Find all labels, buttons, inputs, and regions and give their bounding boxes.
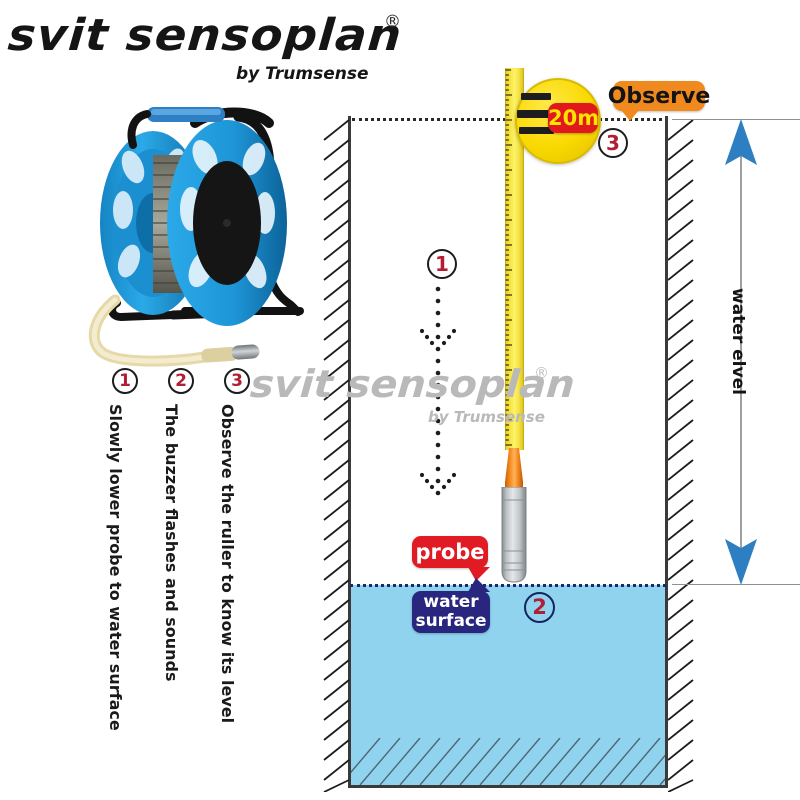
brand-logo: svit sensoplan ® by Trumsense xyxy=(6,8,408,94)
legend-step-1-text: Slowly lower probe to water surface xyxy=(106,404,125,731)
probe-neck-shape xyxy=(505,448,523,490)
probe-body-shape xyxy=(501,486,527,583)
callout-observe: Observe xyxy=(608,81,710,111)
reel-bar-2 xyxy=(517,110,557,118)
legend-step-3-number: 3 xyxy=(224,368,250,394)
sediment-layer xyxy=(350,738,666,785)
dimension-line xyxy=(740,130,742,576)
brand-tagline: by Trumsense xyxy=(236,64,369,84)
callout-water-surface-tail xyxy=(468,578,490,592)
reel-bar-3 xyxy=(519,127,554,134)
probe-neck xyxy=(503,448,525,490)
water-surface-line xyxy=(350,584,666,587)
dimension-label-water-level: water elvel xyxy=(728,288,748,395)
arrow-up-shape xyxy=(725,119,757,165)
dimension-extension-top xyxy=(672,119,800,120)
dotted-down-arrow-icon xyxy=(419,286,457,496)
legend-step-1-number: 1 xyxy=(112,368,138,394)
cable-reel-illustration xyxy=(88,107,304,367)
callout-observe-tail xyxy=(621,110,639,121)
sediment-hatch xyxy=(350,738,666,785)
step-marker-1: 1 xyxy=(427,249,457,279)
well-hatch-right xyxy=(667,116,698,797)
legend-step-3-text: Observe the ruller to know its level xyxy=(218,404,237,724)
tape-tick-marks xyxy=(505,68,522,455)
legend-step-2-number: 2 xyxy=(168,368,194,394)
measuring-tape-ruler xyxy=(505,68,524,450)
registered-trademark-icon: ® xyxy=(384,12,401,32)
brand-name: svit sensoplan xyxy=(6,10,404,61)
step-marker-3: 3 xyxy=(598,128,628,158)
callout-probe: probe xyxy=(412,536,488,568)
well-bottom xyxy=(348,785,668,788)
legend-step-2-text: The buzzer flashes and sounds xyxy=(162,404,181,682)
well-wall-right xyxy=(665,116,668,788)
depth-badge-20m: 20m xyxy=(548,103,599,133)
callout-water-surface: water surface xyxy=(412,591,490,633)
callout-water-surface-line1: water xyxy=(423,592,479,612)
callout-probe-tail xyxy=(468,567,490,581)
reel-bar-1 xyxy=(521,93,551,100)
well-wall-left xyxy=(348,116,351,788)
arrow-down-shape xyxy=(725,539,757,585)
dimension-extension-bottom xyxy=(672,584,800,585)
probe-body xyxy=(501,486,527,583)
hatch-strokes-right xyxy=(667,119,694,793)
watermark-registered-icon: ® xyxy=(534,364,549,382)
callout-water-surface-line2: surface xyxy=(415,611,487,631)
tape-graduations-icon xyxy=(505,69,512,446)
product-photo-cable-reel xyxy=(55,105,345,370)
descent-arrow-dotted xyxy=(408,285,468,515)
dimension-arrow-up-icon xyxy=(724,119,758,170)
hatch-strokes-left xyxy=(323,119,350,793)
well-hatch-left xyxy=(320,116,350,797)
step-marker-2: 2 xyxy=(524,592,555,623)
dimension-arrow-down-icon xyxy=(724,539,758,590)
